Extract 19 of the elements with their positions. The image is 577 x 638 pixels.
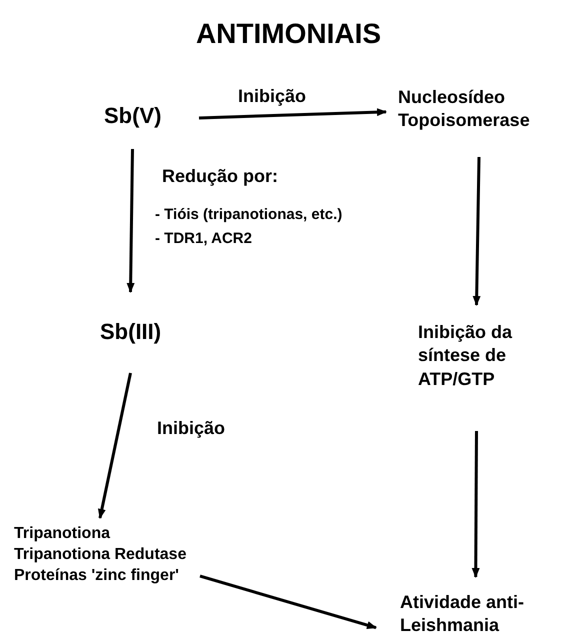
edge-label: Inibição: [155, 418, 228, 439]
node-label: Tripanotiona: [14, 524, 112, 544]
node-label: Inibição da síntese de ATP/GTP: [418, 321, 514, 391]
arrow: [198, 108, 387, 120]
node-label: Tripanotiona Redutase: [14, 544, 186, 565]
diagram-title: ANTIMONIAIS: [196, 18, 382, 50]
node-label: Atividade anti-Leishmania: [400, 591, 526, 638]
node-label: Proteínas 'zinc finger': [14, 566, 180, 586]
note-text: - Tióis (tripanotionas, etc.): [155, 206, 342, 223]
arrow: [472, 156, 481, 306]
arrow: [126, 148, 135, 293]
node-label: Nucleosídeo Topoisomerase: [398, 86, 531, 132]
note-text: - TDR1, ACR2: [155, 230, 252, 247]
edge-label: Inibição: [236, 86, 308, 107]
arrow: [200, 574, 377, 630]
arrow: [98, 372, 132, 519]
node-label: Sb(III): [100, 318, 162, 346]
node-label: Sb(V): [104, 102, 162, 130]
arrow: [472, 431, 480, 578]
